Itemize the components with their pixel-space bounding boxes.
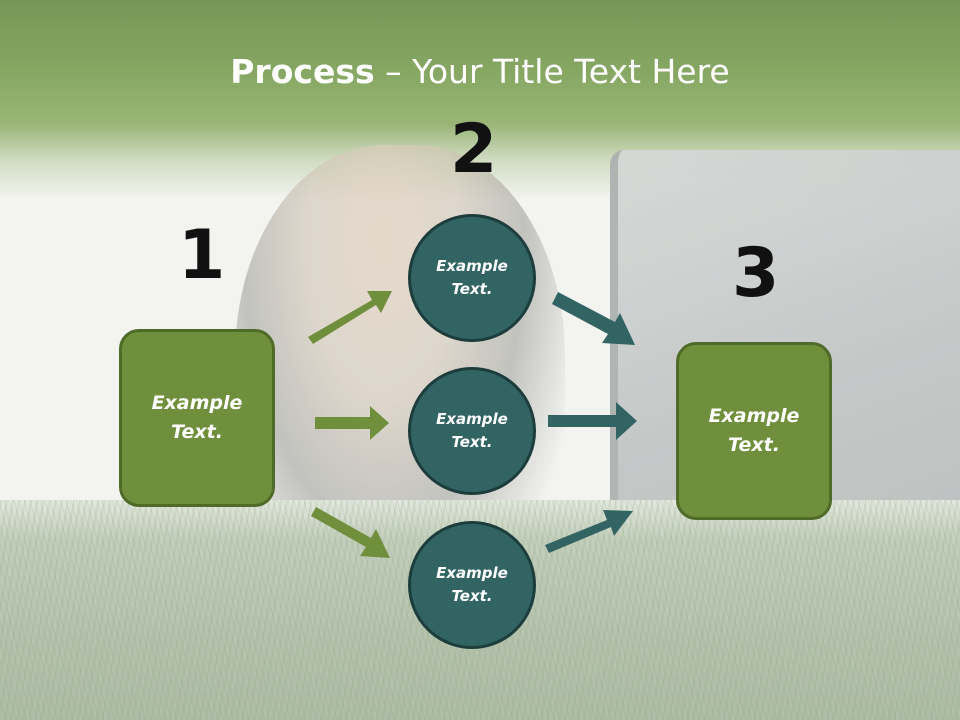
circle-bottom-text: Example Text. — [436, 564, 508, 605]
circle-middle[interactable]: Example Text. — [408, 367, 536, 495]
arrow-top-to-right — [552, 292, 635, 345]
step-number-3: 3 — [732, 234, 780, 313]
arrow-middle-to-right — [548, 402, 637, 440]
right-step-box[interactable]: Example Text. — [676, 342, 832, 520]
arrow-left-to-top — [308, 291, 392, 344]
right-step-box-text: Example Text. — [708, 405, 800, 456]
circle-middle-text: Example Text. — [436, 410, 508, 451]
arrow-bottom-to-right — [545, 510, 633, 553]
left-step-box-text: Example Text. — [151, 392, 243, 443]
arrow-left-to-middle — [315, 406, 389, 440]
left-step-box[interactable]: Example Text. — [119, 329, 275, 507]
circle-top[interactable]: Example Text. — [408, 214, 536, 342]
arrow-left-to-bottom — [311, 507, 390, 558]
title-rest: – Your Title Text Here — [374, 52, 730, 91]
slide-title: Process – Your Title Text Here — [0, 52, 960, 91]
circle-bottom[interactable]: Example Text. — [408, 521, 536, 649]
step-number-1: 1 — [178, 216, 226, 295]
circle-top-text: Example Text. — [436, 257, 508, 298]
title-bold: Process — [230, 52, 375, 91]
step-number-2: 2 — [450, 110, 498, 189]
